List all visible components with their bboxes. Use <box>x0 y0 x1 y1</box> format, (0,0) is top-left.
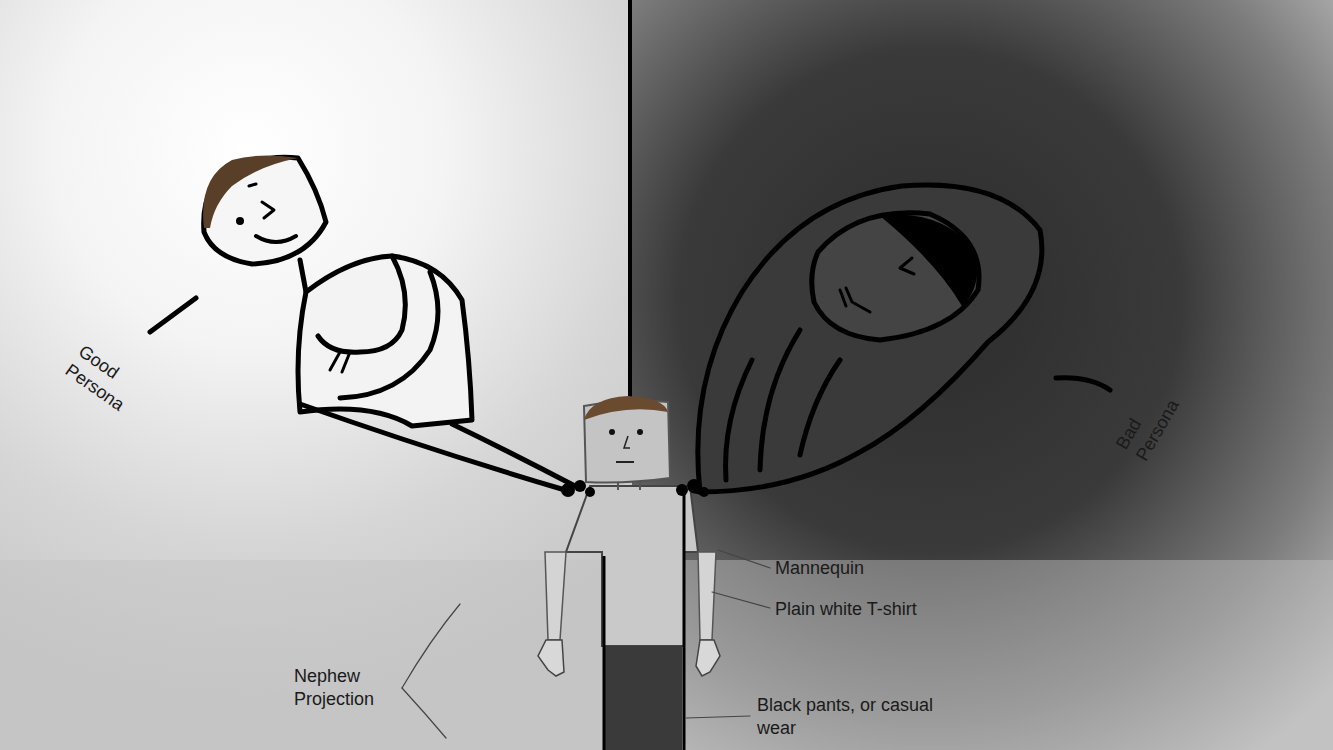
bad-mouth <box>846 288 870 312</box>
hood-outline <box>698 185 1042 492</box>
body-line <box>603 556 606 750</box>
mannequin-hand <box>538 640 564 676</box>
mannequin-arm <box>545 552 566 640</box>
mannequin-hair <box>584 396 668 420</box>
good-hand <box>330 352 350 372</box>
rope-knot <box>561 479 709 497</box>
leader-line <box>150 298 196 332</box>
leader-line <box>712 592 770 608</box>
good-torso <box>298 256 472 426</box>
part-label: Nephew Projection <box>294 665 402 710</box>
persona-label: Good Persona <box>61 340 161 428</box>
good-wink <box>262 202 274 218</box>
leader-line <box>1056 378 1110 390</box>
bracket-line <box>402 604 460 688</box>
good-strand <box>452 424 575 486</box>
bad-persona-figure <box>690 185 1042 492</box>
good-smile <box>256 236 296 242</box>
body-line <box>683 490 686 750</box>
bad-eye <box>900 258 914 274</box>
bracket-line <box>402 688 446 738</box>
divider-line <box>628 0 632 402</box>
persona-label: Bad Persona <box>1111 364 1195 464</box>
mannequin-hand <box>696 640 720 676</box>
mannequin-arm <box>698 552 716 640</box>
hooded-face <box>812 213 979 340</box>
good-neck <box>300 260 306 292</box>
mannequin-nose <box>624 436 630 448</box>
part-label: Black pants, or casual wear <box>757 694 962 739</box>
good-arm <box>318 256 405 352</box>
leader-lines <box>150 298 1110 738</box>
mannequin-neck <box>618 482 640 490</box>
mannequin-eye <box>609 429 615 435</box>
hood-fold <box>726 360 752 480</box>
good-eye <box>236 217 244 225</box>
good-persona-figure <box>203 155 575 490</box>
bad-mouth <box>840 290 846 306</box>
hood-shadow <box>880 215 977 306</box>
mannequin-mouth <box>616 461 634 463</box>
good-hair <box>203 155 298 228</box>
good-strand <box>300 404 565 490</box>
hood-fold <box>800 360 840 455</box>
part-label: Plain white T-shirt <box>775 598 975 621</box>
good-arm <box>340 272 438 398</box>
mannequin-figure <box>538 396 720 750</box>
good-brow <box>249 184 256 186</box>
leader-line <box>718 550 770 568</box>
pants <box>604 646 682 750</box>
mannequin-eye <box>637 429 643 435</box>
part-label: Mannequin <box>775 557 915 580</box>
tshirt <box>566 486 698 646</box>
hood-fold <box>760 330 800 470</box>
leader-line <box>686 716 750 718</box>
